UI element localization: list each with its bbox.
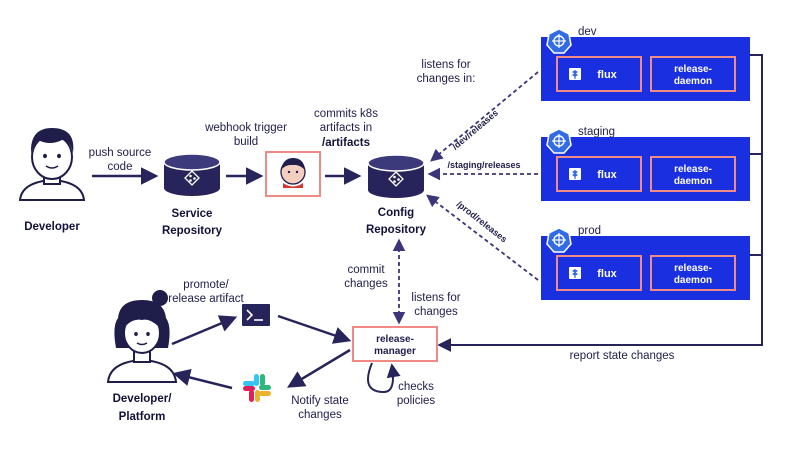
release-daemon-box[interactable]: [650, 56, 736, 92]
cluster-staging[interactable]: staging flux release-daemon: [541, 126, 750, 201]
release-daemon-label-1: release-: [674, 164, 712, 175]
checks-label-1: checks: [398, 381, 434, 393]
checks-label-2: policies: [397, 395, 436, 407]
release-manager-box[interactable]: release- manager: [352, 326, 438, 362]
promote-label-1: promote/: [183, 279, 229, 291]
service-repo-label-2: Repository: [162, 225, 223, 237]
config-repo-label-1: Config: [378, 207, 414, 219]
dev-listen-arrow: [430, 71, 539, 162]
release-manager-label-1: release-: [376, 334, 414, 345]
listens-label-2: changes in:: [417, 73, 476, 85]
jenkins-build-box[interactable]: [265, 151, 321, 197]
slack-to-platform-arrow: [172, 368, 233, 390]
push-label-1: push source: [89, 147, 152, 159]
git-branch-icon: [184, 170, 200, 186]
developer-avatar: [18, 128, 86, 201]
slack-icon[interactable]: [243, 374, 271, 402]
platform-label-2: Platform: [119, 411, 166, 423]
webhook-label-2: build: [234, 136, 258, 148]
commits-label-3: /artifacts: [322, 137, 370, 149]
cluster-dev[interactable]: dev flux release-daemon: [541, 26, 750, 101]
release-manager-label-2: manager: [374, 346, 416, 357]
cluster-prod[interactable]: prod flux release-daemon: [541, 225, 750, 300]
checks-policies-loop: [367, 362, 401, 394]
release-daemon-label-1: release-: [674, 263, 712, 274]
commits-label-1: commits k8s: [314, 108, 378, 120]
release-daemon-label-2: daemon: [674, 275, 712, 286]
git-branch-icon: [388, 171, 404, 187]
release-daemon-box[interactable]: [650, 156, 736, 192]
service-repository-icon[interactable]: [163, 153, 221, 196]
cluster-name-label: dev: [578, 26, 597, 38]
path-staging-label: /staging/releases: [447, 160, 520, 170]
listens-changes-label-2: changes: [414, 306, 458, 318]
cluster-name-label: staging: [578, 126, 615, 138]
jenkins-icon: [280, 158, 306, 188]
release-daemon-label-1: release-: [674, 64, 712, 75]
kubernetes-icon: [546, 28, 572, 54]
listens-changes-label-1: listens for: [411, 292, 460, 304]
flux-icon: [569, 267, 581, 279]
report-label: report state changes: [570, 350, 675, 362]
flux-icon: [569, 168, 581, 180]
config-repo-label-2: Repository: [366, 224, 427, 236]
flux-label: flux: [597, 69, 617, 81]
terminal-icon[interactable]: [242, 304, 270, 326]
service-repo-label-1: Service: [172, 208, 213, 220]
developer-label: Developer: [24, 221, 80, 233]
cluster-name-label: prod: [578, 225, 601, 237]
release-daemon-label-2: daemon: [674, 176, 712, 187]
webhook-label-1: webhook trigger: [204, 122, 287, 134]
flux-icon: [569, 68, 581, 80]
release-daemon-box[interactable]: [650, 255, 736, 291]
terminal-to-manager-arrow: [277, 314, 352, 344]
flux-label: flux: [597, 169, 617, 181]
notify-label-1: Notify state: [291, 395, 349, 407]
commit-changes-label-2: changes: [344, 278, 388, 290]
notify-arrow: [286, 348, 351, 388]
platform-label-1: Developer/: [113, 393, 173, 405]
prod-listen-arrow: [425, 194, 539, 281]
listens-label-1: listens for: [421, 59, 470, 71]
platform-developer-avatar: [106, 290, 178, 383]
commits-label-2: artifacts in: [320, 122, 372, 134]
kubernetes-icon: [546, 128, 572, 154]
release-daemon-label-2: daemon: [674, 76, 712, 87]
promote-label-2: release artifact: [168, 293, 244, 305]
flux-label: flux: [597, 268, 617, 280]
push-label-2: code: [108, 161, 133, 173]
commit-changes-label-1: commit: [347, 264, 385, 276]
path-dev-label: /dev/releases: [450, 108, 500, 152]
notify-label-2: changes: [298, 409, 342, 421]
config-repository-icon[interactable]: [367, 154, 425, 198]
kubernetes-icon: [546, 227, 572, 253]
promote-arrow: [171, 315, 238, 346]
report-state-arrow: [437, 54, 763, 352]
